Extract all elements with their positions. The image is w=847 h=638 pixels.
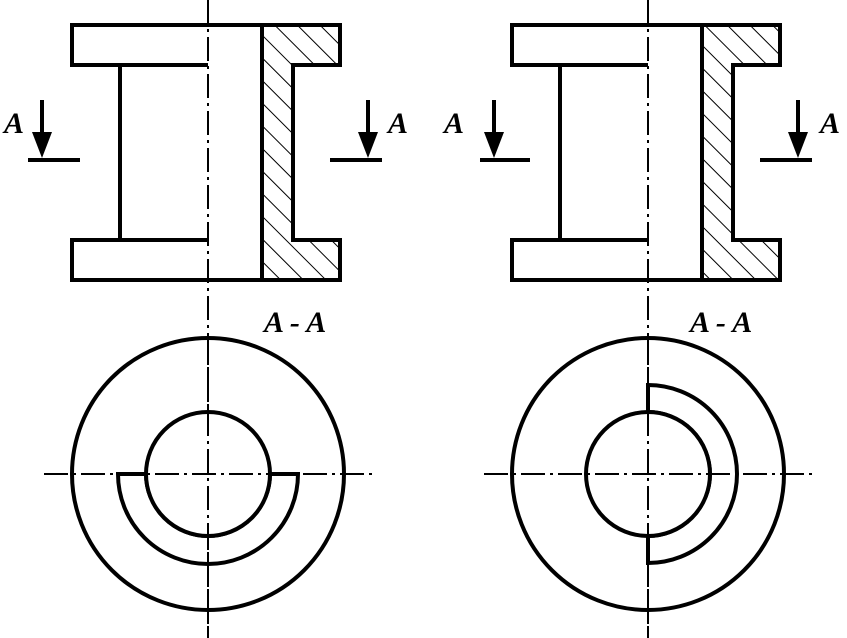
section-hatch (702, 25, 780, 280)
section-title: A - A (688, 306, 752, 339)
arrow-head-icon (358, 132, 378, 158)
arrow-head-icon (788, 132, 808, 158)
section-title: A - A (262, 306, 326, 339)
top-view-right (484, 336, 812, 638)
section-marker-right: A (330, 100, 408, 162)
section-letter: A (2, 107, 24, 140)
variant-right: A A A - A (442, 0, 840, 638)
section-marker-right: A (760, 100, 840, 162)
variant-left: A A A - A (2, 0, 408, 638)
top-view-left (44, 336, 372, 638)
arrow-head-icon (484, 132, 504, 158)
section-hatch (262, 25, 340, 280)
section-outline (208, 23, 342, 282)
section-letter: A (818, 107, 840, 140)
section-marker-left: A (442, 100, 530, 162)
section-letter: A (386, 107, 408, 140)
section-letter: A (442, 107, 464, 140)
section-marker-left: A (2, 100, 80, 162)
arrow-head-icon (32, 132, 52, 158)
part-outline (510, 23, 648, 282)
part-outline (70, 23, 208, 282)
section-outline (648, 23, 782, 282)
